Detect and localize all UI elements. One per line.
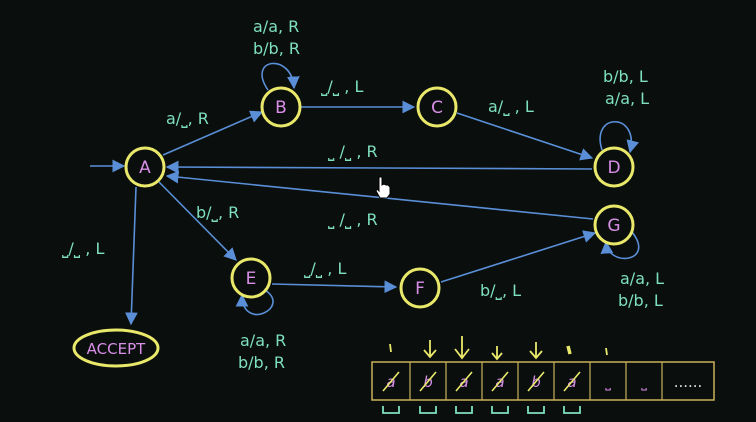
state-G: G	[593, 204, 635, 246]
svg-text:C: C	[431, 98, 443, 118]
state-E: E	[230, 257, 272, 299]
edges	[90, 62, 640, 326]
edge-A-E	[158, 181, 237, 261]
svg-text:E: E	[246, 269, 257, 289]
label-A-ACCEPT: ⎵/⎵ , L	[62, 239, 104, 258]
tape-dividers	[409, 362, 663, 400]
label-G-A: ⎵ /⎵ , R	[328, 210, 378, 229]
svg-text:B: B	[275, 98, 287, 118]
tape: a b a a b a ⎵ ⎵ ......	[371, 336, 715, 414]
edge-D-D	[599, 120, 639, 154]
label-D-A: ⎵ /⎵ , R	[328, 142, 378, 161]
svg-text:D: D	[607, 158, 620, 178]
tick-mark	[605, 347, 608, 356]
edge-A-B	[162, 110, 264, 156]
label-A-E: b/⎵, R	[196, 203, 239, 222]
label-E-F: ⎵/⎵ , L	[304, 259, 346, 278]
state-C: C	[416, 86, 458, 128]
label-B-B-1: a/a, R	[253, 17, 299, 36]
label-B-C: ⎵/⎵ , L	[321, 77, 363, 96]
label-G-G-2: b/b, L	[618, 291, 663, 310]
edge-G-G	[600, 231, 640, 260]
head-markers	[389, 336, 608, 361]
down-arrow-icon	[491, 346, 503, 361]
tape-cell-8: ⎵	[641, 375, 647, 391]
states: A B C D E F G ACCEPT	[72, 86, 635, 368]
edge-C-D	[456, 112, 594, 161]
svg-text:A: A	[139, 158, 151, 178]
down-arrow-icon	[454, 336, 470, 360]
state-B: B	[260, 86, 302, 128]
tape-cell-7: ⎵	[605, 375, 611, 391]
down-arrow-icon	[529, 342, 543, 360]
edge-E-E	[235, 289, 274, 316]
label-G-G-1: a/a, L	[620, 269, 664, 288]
edge-labels: a/⎵, R a/a, R b/b, R ⎵/⎵ , L a/⎵ , L b/b…	[62, 17, 664, 372]
blank-underline-marks	[382, 406, 581, 414]
label-E-E-2: b/b, R	[238, 353, 285, 372]
label-A-B: a/⎵, R	[166, 109, 209, 128]
label-C-D: a/⎵ , L	[488, 97, 534, 116]
state-D: D	[593, 146, 635, 188]
down-arrow-icon	[423, 340, 437, 359]
label-B-B-2: b/b, R	[253, 39, 300, 58]
label-F-G: b/⎵, L	[480, 281, 521, 300]
state-ACCEPT: ACCEPT	[72, 328, 160, 368]
edge-D-A	[165, 160, 593, 174]
hand-cursor-icon	[375, 176, 391, 199]
state-A: A	[124, 146, 166, 188]
tape-border	[371, 361, 715, 401]
svg-text:ACCEPT: ACCEPT	[87, 340, 146, 358]
svg-text:F: F	[415, 279, 425, 299]
tape-ellipsis: ......	[674, 373, 703, 391]
cross-out-marks	[382, 371, 581, 392]
svg-text:G: G	[607, 216, 620, 236]
head-dot	[566, 345, 572, 355]
state-F: F	[399, 267, 441, 309]
label-D-D-1: b/b, L	[603, 67, 648, 86]
edge-E-F	[271, 280, 398, 294]
label-E-E-1: a/a, R	[240, 331, 286, 350]
tick-mark	[389, 343, 392, 353]
edge-B-B	[261, 62, 300, 91]
label-D-D-2: a/a, L	[605, 89, 649, 108]
edge-F-G	[440, 230, 597, 283]
edge-A-ACCEPT	[125, 186, 138, 326]
